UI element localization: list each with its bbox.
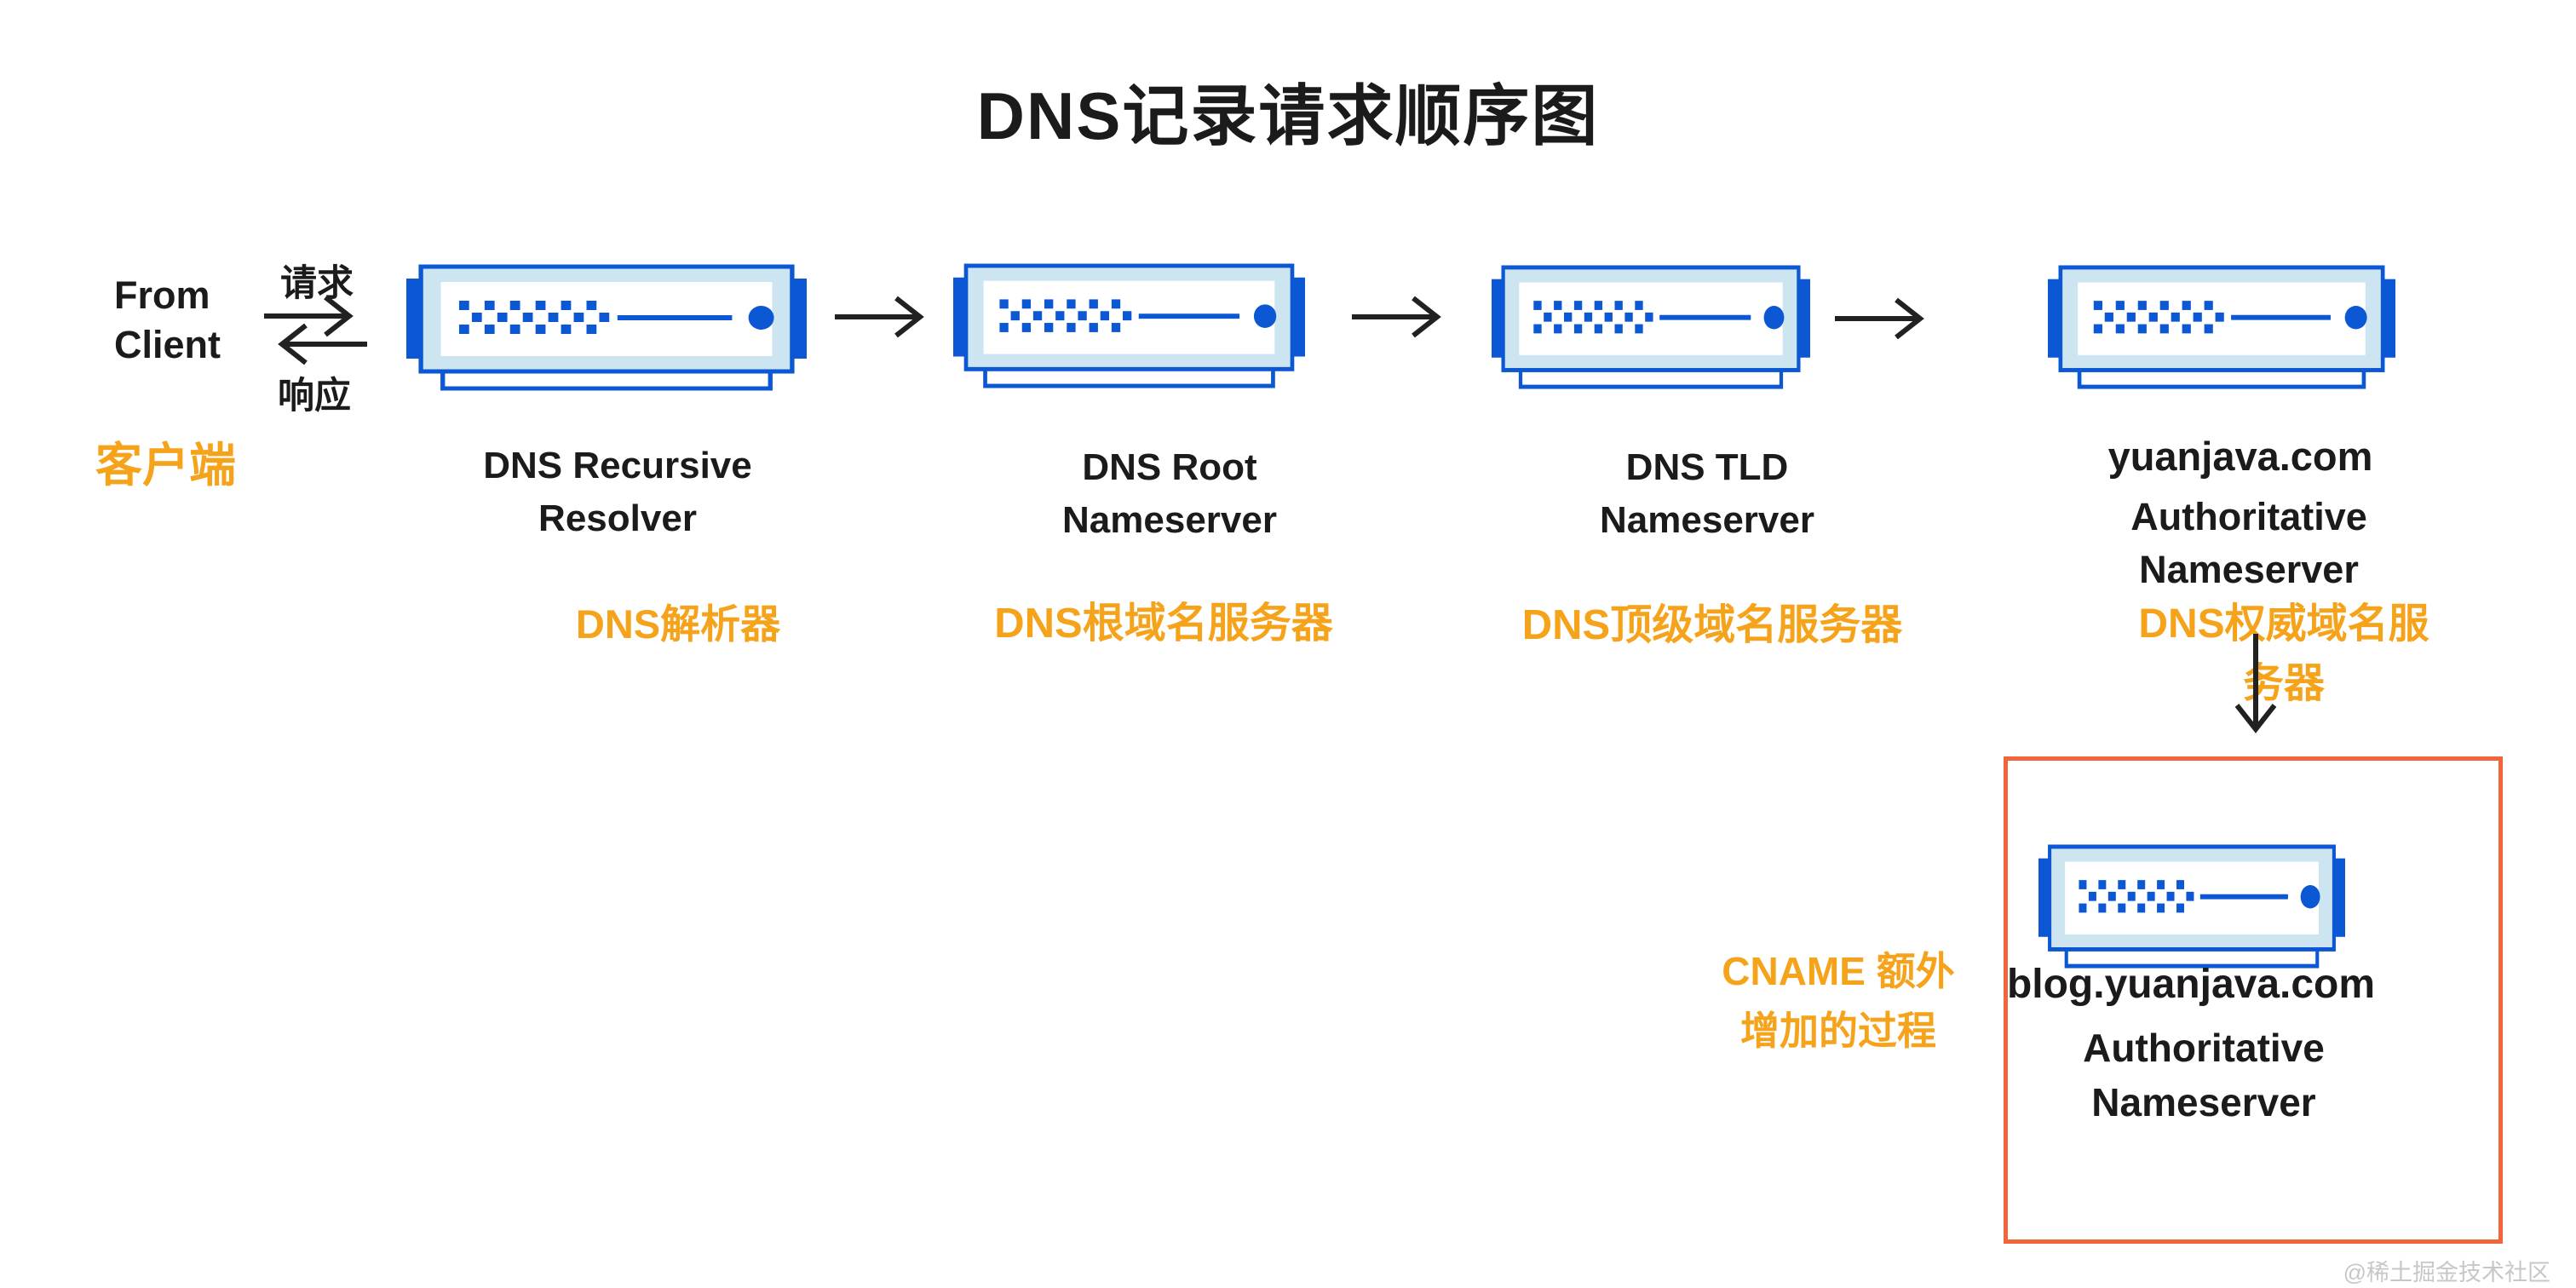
server-4-name: Authoritative Nameserver [2130,495,2367,592]
server-icon-root-nameserver [953,263,1305,389]
request-arrow-icon [262,295,373,337]
server-icon [953,263,1305,388]
server-4-name-cn: DNS权威域名服务器 [2138,601,2429,706]
server-icon-authoritative-nameserver [2048,265,2395,390]
request-label: 请求 [280,263,354,304]
client-cn-label: 客户端 [95,439,237,492]
server-5-name: Authoritative Nameserver [2083,1026,2325,1125]
cname-note: CNAME 额外 增加的过程 [1722,949,1955,1053]
flow-arrow-1-icon [833,296,944,338]
server-icon-tld-nameserver [1492,265,1810,390]
response-label: 响应 [278,376,351,417]
server-dots [2079,880,2194,913]
arrow-right-icon [1835,297,1924,340]
server-led [1253,304,1277,328]
watermark: @稀土掘金技术社区 [2343,1260,2550,1285]
server-dots [2093,301,2224,334]
arrow-right-icon [264,295,354,337]
server-dots [1533,301,1653,334]
server-1-name-cn: DNS解析器 [575,601,781,647]
response-arrow-icon [258,323,369,365]
arrow-right-icon [835,296,924,338]
server-led [2300,885,2320,909]
server-1-name: DNS Recursive Resolver [483,445,752,539]
server-dots [999,299,1132,332]
server-4-domain: yuanjava.com [2107,434,2373,479]
flow-arrow-2-icon [1350,296,1461,338]
arrow-right-icon [278,323,367,365]
server-3-name-cn: DNS顶级域名服务器 [1521,602,1903,648]
server-icon [2048,265,2395,389]
server-icon-recursive-resolver [406,264,807,392]
server-icon-blog-authoritative-nameserver [2038,844,2345,969]
arrow-right-icon [1352,296,1441,338]
server-led [748,306,774,330]
server-icon [1492,265,1810,389]
from-client-label: From Client [114,273,221,366]
server-dots [458,301,610,334]
flow-arrow-3-icon [1833,297,1944,340]
arrow-down-icon [2234,634,2277,733]
server-icon [406,264,807,391]
server-icon [2038,844,2345,969]
cname-highlight-box [2004,756,2503,1244]
page-title: DNS记录请求顺序图 [976,78,1600,153]
server-3-name: DNS TLD Nameserver [1600,446,1814,541]
server-2-name: DNS Root Nameserver [1062,446,1277,541]
server-led [2344,306,2367,330]
server-led [1763,306,1785,330]
server-5-domain: blog.yuanjava.com [2006,962,2376,1007]
server-2-name-cn: DNS根域名服务器 [994,601,1333,647]
